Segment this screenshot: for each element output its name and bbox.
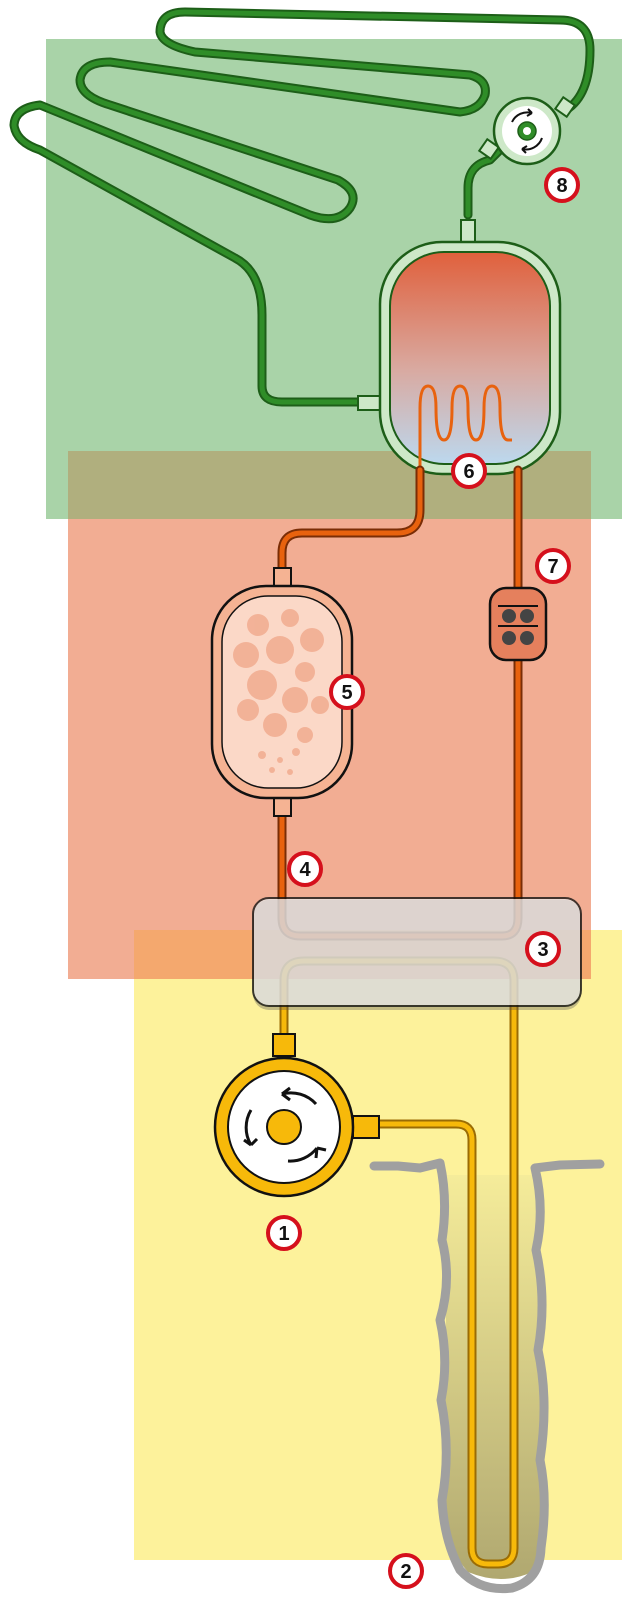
marker-4: 4 — [287, 851, 323, 887]
marker-label: 7 — [547, 556, 558, 578]
marker-label: 1 — [278, 1223, 289, 1245]
marker-label: 8 — [556, 175, 567, 197]
marker-8: 8 — [544, 167, 580, 203]
markers: 1 2 3 4 5 6 7 8 — [266, 167, 580, 1589]
hot-water-tank — [357, 219, 562, 502]
compressor-texture — [233, 609, 329, 775]
marker-label: 3 — [537, 939, 548, 961]
marker-label: 2 — [400, 1561, 411, 1583]
heat-exchange-coil — [418, 384, 512, 502]
marker-ring — [451, 453, 487, 489]
marker-ring — [544, 167, 580, 203]
compressor — [210, 567, 354, 817]
evaporator — [252, 897, 582, 1010]
marker-label: 5 — [341, 682, 352, 704]
marker-6: 6 — [451, 453, 487, 489]
marker-label: 4 — [299, 859, 311, 881]
ground-zone — [134, 930, 622, 1560]
marker-5: 5 — [329, 674, 365, 710]
marker-ring — [388, 1553, 424, 1589]
valve-icon — [502, 609, 516, 623]
marker-ring — [525, 931, 561, 967]
ground-circulation-pump — [213, 1033, 380, 1198]
marker-7: 7 — [535, 548, 571, 584]
marker-1: 1 — [266, 1215, 302, 1251]
marker-ring — [266, 1215, 302, 1251]
marker-ring — [329, 674, 365, 710]
heating-circuit — [9, 7, 595, 407]
heating-circulation-pump — [477, 95, 577, 166]
marker-label: 6 — [463, 461, 474, 483]
expansion-valve — [488, 586, 548, 662]
marker-3: 3 — [525, 931, 561, 967]
marker-ring — [287, 851, 323, 887]
marker-2: 2 — [388, 1553, 424, 1589]
marker-ring — [535, 548, 571, 584]
borehole-wall — [369, 1158, 605, 1594]
